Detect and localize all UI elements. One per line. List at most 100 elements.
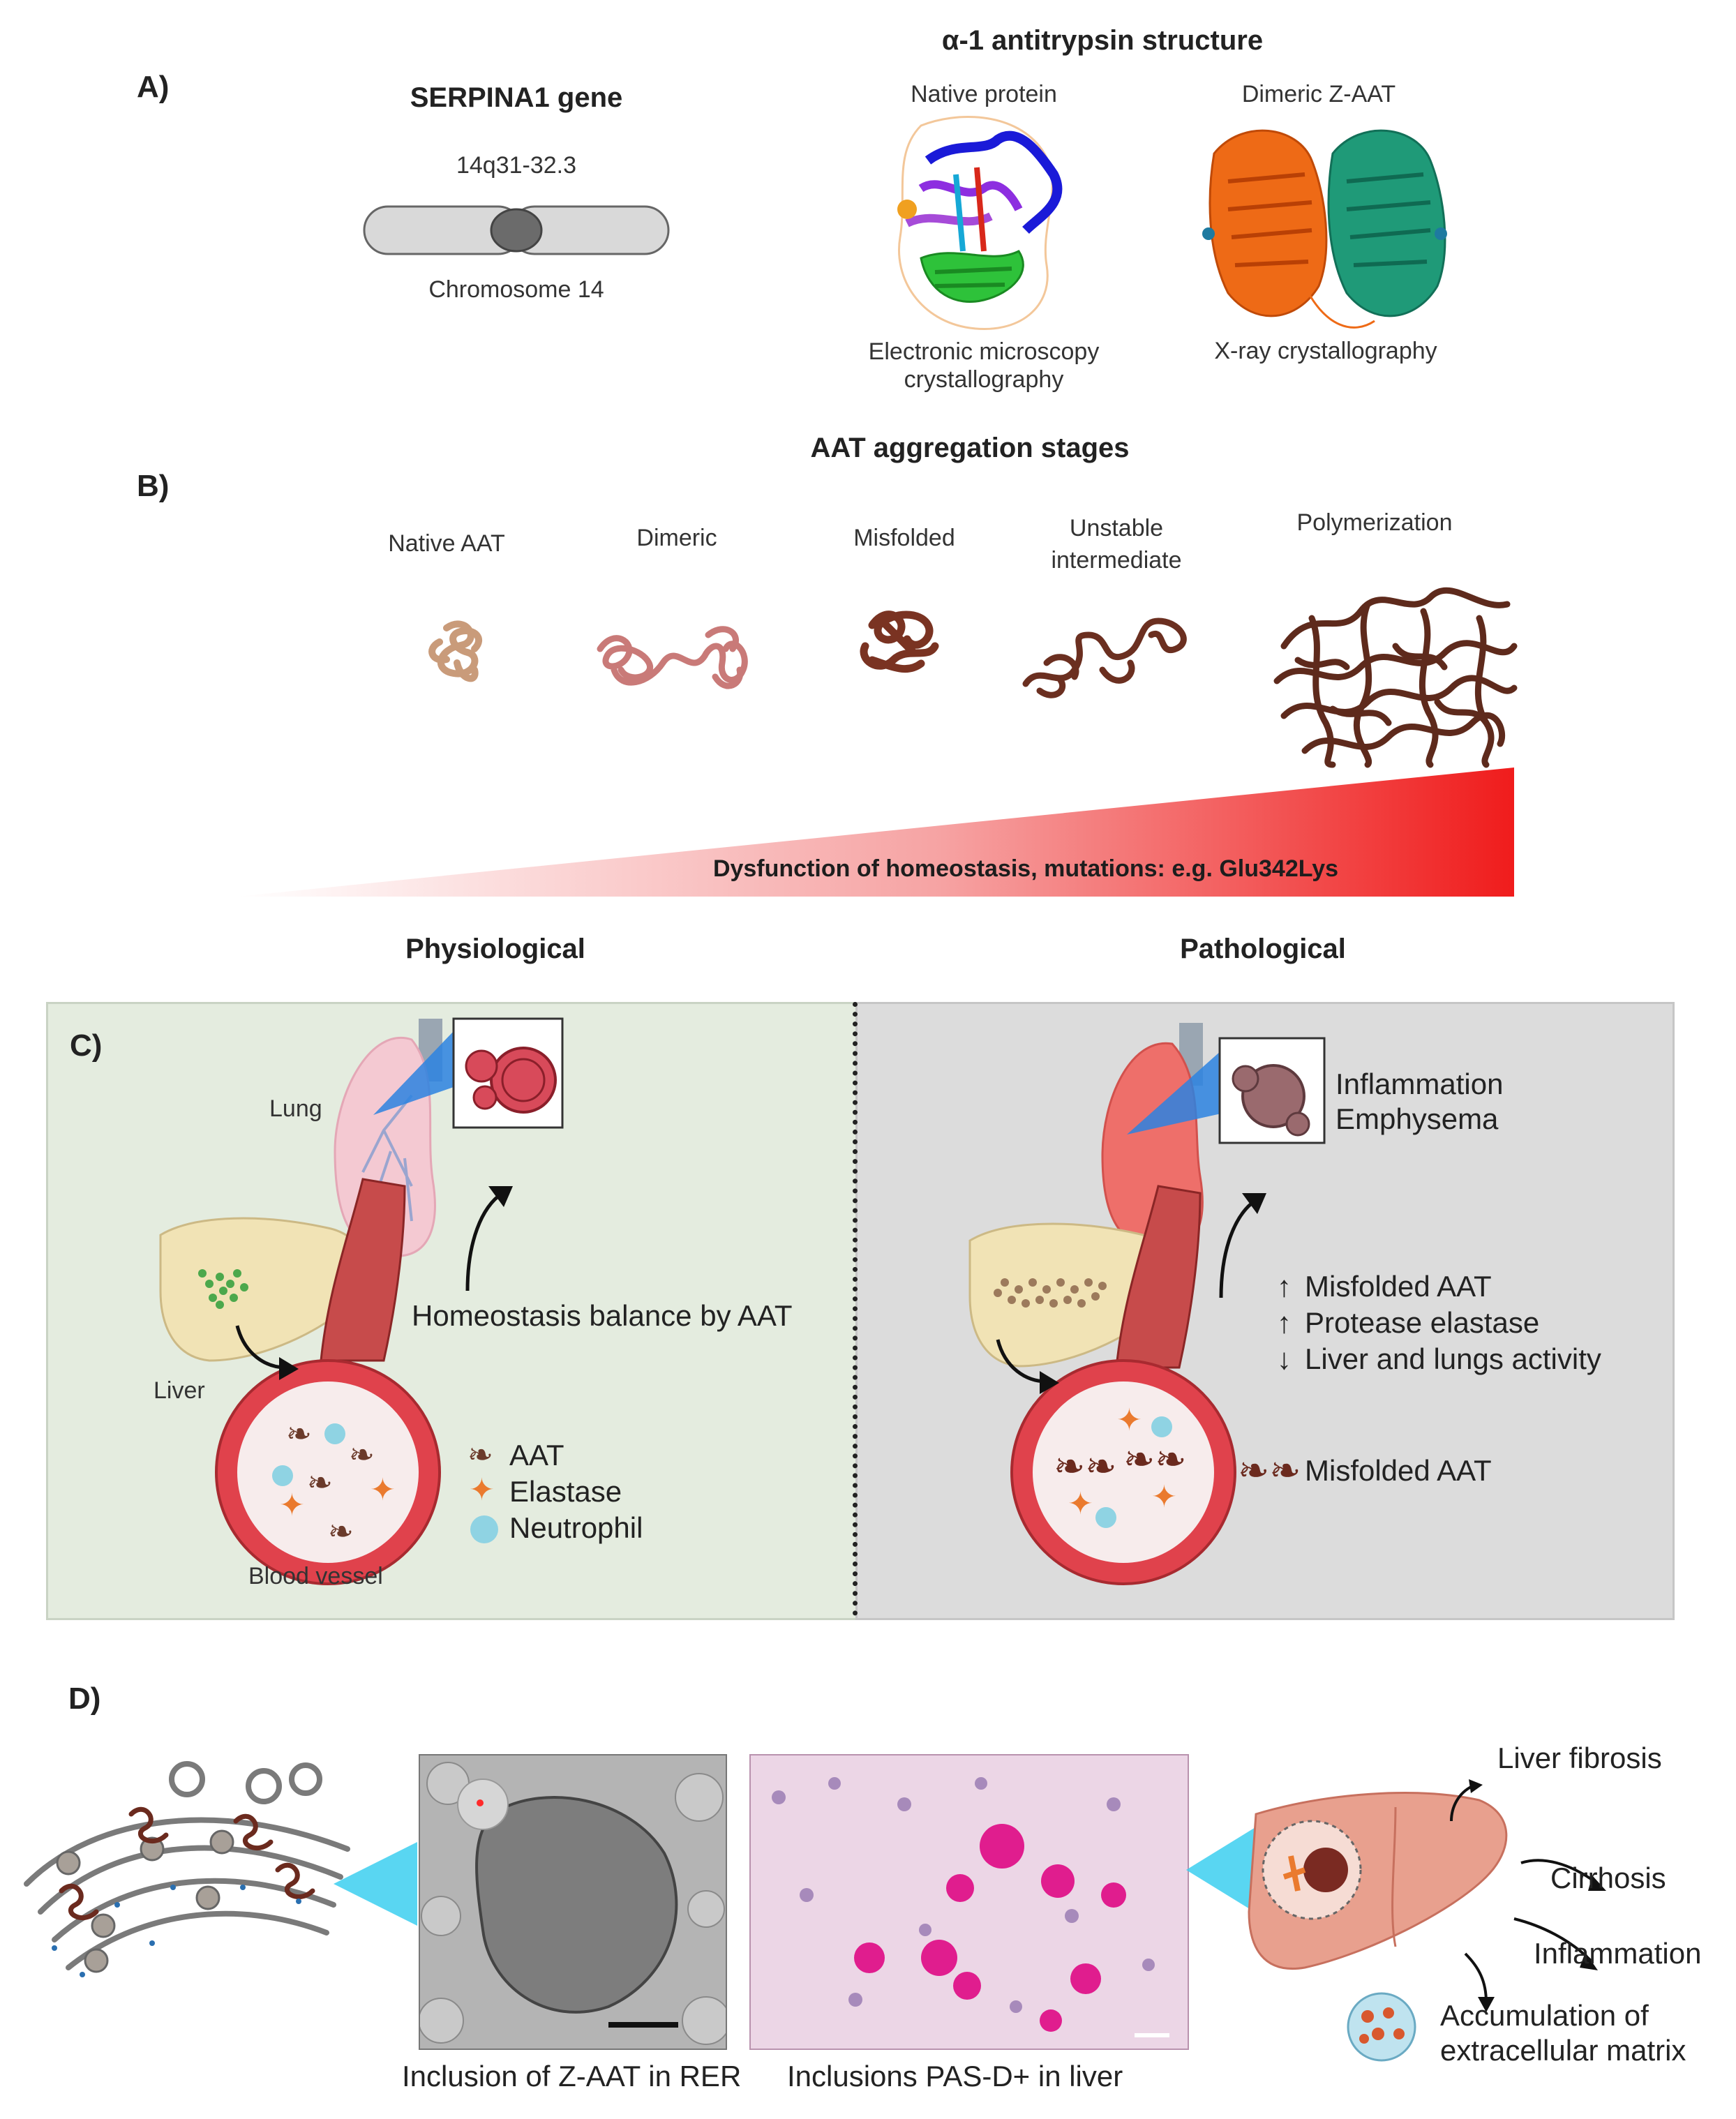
curved-arrow-icon xyxy=(996,1339,1059,1394)
misfolded-aat-legend-icon: ❧❧ xyxy=(1238,1450,1301,1492)
emphysema-label: Emphysema xyxy=(1335,1102,1499,1135)
misfolded-aat-in-vessel: ❧❧ ❧❧ ✦ ✦ ✦ xyxy=(1047,1402,1200,1542)
stage-polymerization-line1: Polymerization xyxy=(1296,509,1453,536)
increase-arrow: ↑ xyxy=(1277,1270,1292,1303)
rer-inclusion-caption: Inclusion of Z-AAT in RER xyxy=(402,2060,742,2092)
homeostasis-dysfunction-gradient xyxy=(237,768,1514,897)
aat-protein-icon: ❧ xyxy=(328,1515,354,1549)
stage-native-label: Native AAT xyxy=(349,527,544,560)
ecm-line1: Accumulation of xyxy=(1440,1999,1649,2032)
chromosome-label: Chromosome 14 xyxy=(428,276,604,303)
liver-label: Liver xyxy=(154,1377,205,1404)
native-aat-squiggle-icon xyxy=(428,620,482,682)
outcome-liver-fibrosis: Liver fibrosis xyxy=(1497,1742,1662,1774)
decrease-arrow: ↓ xyxy=(1277,1342,1292,1375)
stage-unstable-line1: Unstable xyxy=(1069,515,1164,541)
elastase-icon: ✦ xyxy=(1151,1480,1177,1514)
elastase-icon: ✦ xyxy=(1068,1487,1093,1521)
neutrophil-icon xyxy=(1095,1507,1116,1528)
elastase-legend-icon: ✦ xyxy=(469,1473,495,1507)
panel-c-letter: C) xyxy=(70,1028,103,1063)
elastase-icon: ✦ xyxy=(370,1473,396,1507)
outcome-inflammation: Inflammation xyxy=(1534,1937,1702,1970)
aat-legend-icon: ❧ xyxy=(467,1438,493,1472)
curved-arrow-icon xyxy=(465,1186,513,1291)
aat-legend-label: AAT xyxy=(509,1439,564,1472)
panel-b-letter: B) xyxy=(137,469,170,503)
homeostasis-text: Homeostasis balance by AAT xyxy=(412,1299,793,1332)
em-label-line1: Electronic microscopy xyxy=(868,338,1100,365)
inflammation-label: Inflammation xyxy=(1335,1068,1504,1100)
gradient-caption: Dysfunction of homeostasis, mutations: e… xyxy=(712,855,1339,882)
stage-dimeric-label: Dimeric xyxy=(579,522,775,554)
aat-protein-icon: ❧ xyxy=(286,1417,312,1451)
em-label-line2: crystallography xyxy=(904,366,1064,393)
damaged-alveoli-zoom-icon xyxy=(1127,1037,1326,1144)
physio-legend: ❧ AAT ✦ Elastase Neutrophil xyxy=(467,1437,747,1546)
effect-liver-lungs-activity: Liver and lungs activity xyxy=(1305,1342,1601,1375)
native-protein-structure-image xyxy=(897,116,1063,330)
outcome-arrows xyxy=(1450,1779,1606,2012)
effect-misfolded-aat: Misfolded AAT xyxy=(1305,1270,1492,1303)
xray-crystallography-label: X-ray crystallography xyxy=(1214,338,1437,364)
curved-arrow-icon xyxy=(1219,1193,1266,1298)
stage-misfolded-label: Misfolded xyxy=(807,522,1002,554)
tem-micrograph-image xyxy=(419,1754,727,2050)
misfolded-aat-squiggle-icon xyxy=(860,611,939,673)
em-crystallography-label: Electronic microscopy crystallography xyxy=(823,338,1144,394)
misfolded-aat-icon: ❧❧ xyxy=(1123,1439,1187,1481)
neutrophil-icon xyxy=(1151,1416,1172,1437)
blood-vessel-label: Blood vessel xyxy=(248,1563,383,1589)
increase-arrow: ↑ xyxy=(1277,1306,1292,1339)
pathology-effects-list: ↑ Misfolded AAT ↑ Protease elastase ↓ Liver… xyxy=(1277,1270,1668,1379)
dimeric-aat-squiggle-icon xyxy=(597,626,748,689)
polymerization-squiggle-icon xyxy=(1273,587,1518,768)
ecm-line2: extracellular matrix xyxy=(1440,2034,1686,2067)
healthy-blood-vessel-icon xyxy=(215,1178,441,1585)
stage-unstable-label: Unstable intermediate xyxy=(1012,512,1221,576)
panel-a-letter: A) xyxy=(137,70,170,104)
stage-unstable-line2: intermediate xyxy=(1051,547,1182,574)
physiological-title: Physiological xyxy=(405,934,585,964)
pas-histology-image xyxy=(749,1754,1189,2050)
panel-d-letter: D) xyxy=(68,1682,101,1716)
aat-protein-icon: ❧ xyxy=(307,1466,333,1500)
pathological-title: Pathological xyxy=(1180,934,1346,964)
lung-label: Lung xyxy=(269,1095,322,1122)
aat-in-vessel: ❧ ❧ ❧ ❧ ✦ ✦ xyxy=(272,1409,405,1549)
panel-b-title: AAT aggregation stages xyxy=(810,433,1130,463)
stage-dimeric-line1: Dimeric xyxy=(636,525,717,551)
structure-title: α-1 antitrypsin structure xyxy=(941,25,1264,56)
dimeric-zaat-label: Dimeric Z-AAT xyxy=(1241,81,1396,107)
elastase-legend-label: Elastase xyxy=(509,1475,622,1508)
neutrophil-icon xyxy=(272,1465,293,1486)
neutrophil-legend-icon xyxy=(470,1515,498,1543)
misfolded-aat-icon: ❧❧ xyxy=(1054,1446,1117,1488)
diseased-liver-zoom-icon xyxy=(1186,1792,1508,1970)
gene-title: SERPINA1 gene xyxy=(410,82,623,113)
chromosome-14-icon xyxy=(363,205,670,255)
unstable-intermediate-squiggle-icon xyxy=(1022,617,1187,698)
healthy-liver-icon xyxy=(159,1217,370,1362)
native-protein-label: Native protein xyxy=(911,81,1057,107)
stage-misfolded-line1: Misfolded xyxy=(853,525,955,551)
outcome-ecm-accumulation: Accumulation of extracellular matrix xyxy=(1440,1998,1686,2068)
outcome-cirrhosis: Cirrhosis xyxy=(1550,1862,1666,1894)
curved-arrow-icon xyxy=(235,1325,299,1380)
extracellular-matrix-icon xyxy=(1347,1992,1416,2062)
neutrophil-icon xyxy=(324,1423,345,1444)
misfolded-aat-legend-label: Misfolded AAT xyxy=(1305,1454,1492,1487)
elastase-icon: ✦ xyxy=(279,1488,305,1522)
healthy-alveoli-zoom-icon xyxy=(373,1017,564,1129)
stage-native-line1: Native AAT xyxy=(388,530,505,557)
neutrophil-legend-label: Neutrophil xyxy=(509,1511,643,1544)
panel-divider xyxy=(853,1002,858,1616)
pas-inclusion-caption: Inclusions PAS-D+ in liver xyxy=(787,2060,1123,2092)
effect-protease-elastase: Protease elastase xyxy=(1305,1306,1540,1339)
rough-er-diagram xyxy=(24,1761,417,1977)
aat-protein-icon: ❧ xyxy=(349,1438,375,1472)
stage-polymerization-label: Polymerization xyxy=(1263,507,1486,539)
dimeric-zaat-structure-image xyxy=(1202,129,1447,329)
elastase-icon: ✦ xyxy=(1116,1403,1142,1437)
gene-locus: 14q31-32.3 xyxy=(456,152,577,179)
